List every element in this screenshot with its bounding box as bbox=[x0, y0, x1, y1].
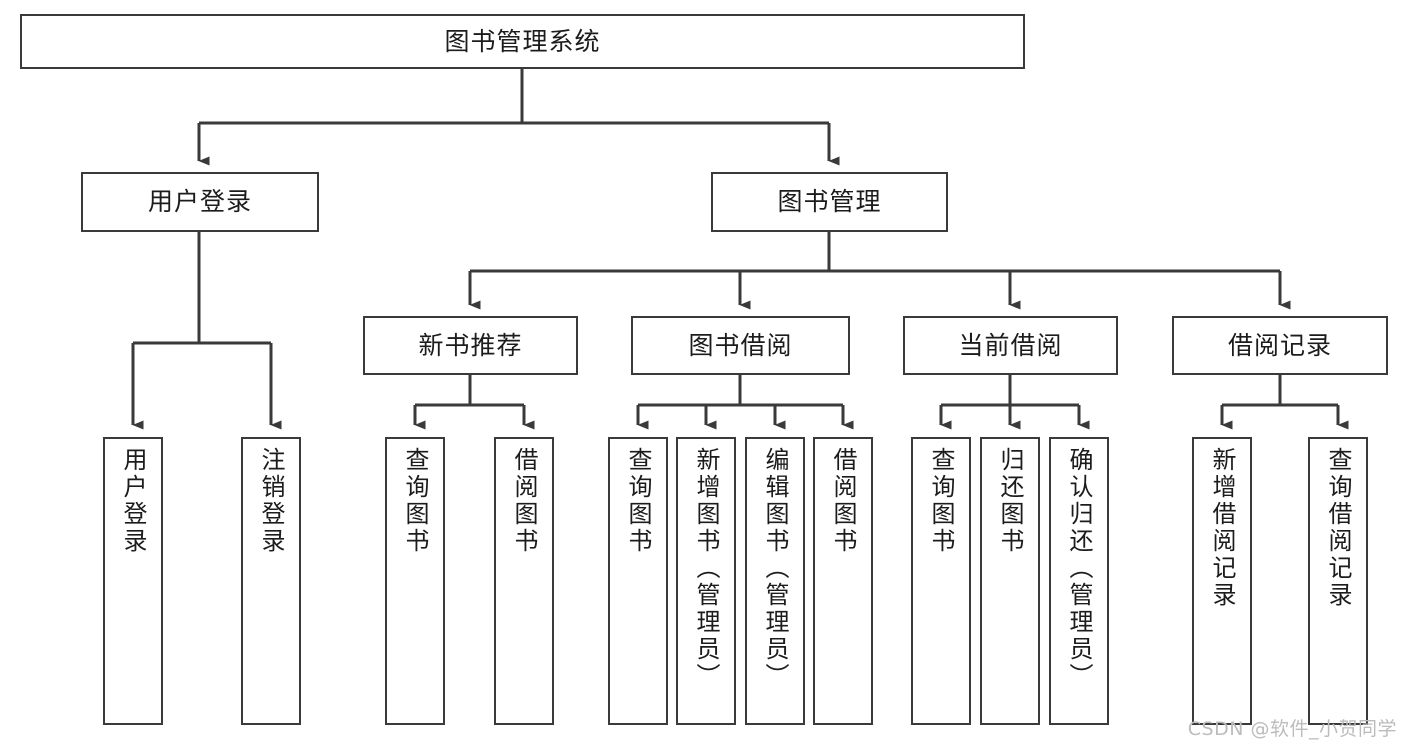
node-label: 图书管理 bbox=[777, 187, 882, 217]
csdn-watermark: CSDN @软件_小贺同学 bbox=[1187, 718, 1397, 740]
leaf-borrow-book-borrow[interactable]: 借阅图书 bbox=[813, 437, 873, 725]
node-book-borrow[interactable]: 图书借阅 bbox=[631, 316, 850, 375]
node-label: 用户登录 bbox=[147, 187, 252, 217]
node-label: 查询图书 bbox=[401, 447, 429, 555]
leaf-user-login[interactable]: 用户登录 bbox=[103, 437, 163, 725]
node-label: 借阅图书 bbox=[829, 447, 857, 555]
leaf-user-logout[interactable]: 注销登录 bbox=[241, 437, 301, 725]
node-book-management[interactable]: 图书管理 bbox=[711, 172, 948, 232]
node-label: 归还图书 bbox=[996, 447, 1024, 555]
leaf-query-book-current[interactable]: 查询图书 bbox=[911, 437, 971, 725]
node-label: 确认归还（管理员） bbox=[1065, 447, 1093, 690]
node-label: 查询借阅记录 bbox=[1324, 447, 1352, 609]
node-user-login[interactable]: 用户登录 bbox=[81, 172, 319, 232]
node-label: 借阅图书 bbox=[510, 447, 538, 555]
node-borrow-records[interactable]: 借阅记录 bbox=[1172, 316, 1388, 375]
node-root-system[interactable]: 图书管理系统 bbox=[20, 14, 1025, 69]
node-label: 注销登录 bbox=[257, 447, 285, 555]
leaf-borrow-book-newbook[interactable]: 借阅图书 bbox=[494, 437, 554, 725]
leaf-query-borrow-record[interactable]: 查询借阅记录 bbox=[1308, 437, 1368, 725]
node-label: 新书推荐 bbox=[418, 330, 523, 360]
leaf-query-book-borrow[interactable]: 查询图书 bbox=[608, 437, 668, 725]
leaf-confirm-return-admin[interactable]: 确认归还（管理员） bbox=[1049, 437, 1109, 725]
node-label: 借阅记录 bbox=[1227, 330, 1332, 360]
node-current-borrow[interactable]: 当前借阅 bbox=[903, 316, 1118, 375]
leaf-return-book[interactable]: 归还图书 bbox=[980, 437, 1040, 725]
node-label: 查询图书 bbox=[624, 447, 652, 555]
leaf-add-book-admin[interactable]: 新增图书（管理员） bbox=[676, 437, 736, 725]
node-label: 新增图书（管理员） bbox=[692, 447, 720, 690]
node-label: 新增借阅记录 bbox=[1208, 447, 1236, 609]
leaf-query-book-newbook[interactable]: 查询图书 bbox=[385, 437, 445, 725]
node-label: 图书借阅 bbox=[688, 330, 793, 360]
node-label: 编辑图书（管理员） bbox=[761, 447, 789, 690]
leaf-add-borrow-record[interactable]: 新增借阅记录 bbox=[1192, 437, 1252, 725]
node-new-book-recommend[interactable]: 新书推荐 bbox=[363, 316, 578, 375]
leaf-edit-book-admin[interactable]: 编辑图书（管理员） bbox=[745, 437, 805, 725]
node-label: 用户登录 bbox=[119, 447, 147, 555]
node-label: 查询图书 bbox=[927, 447, 955, 555]
node-label: 当前借阅 bbox=[958, 330, 1063, 360]
node-label: 图书管理系统 bbox=[444, 26, 601, 56]
